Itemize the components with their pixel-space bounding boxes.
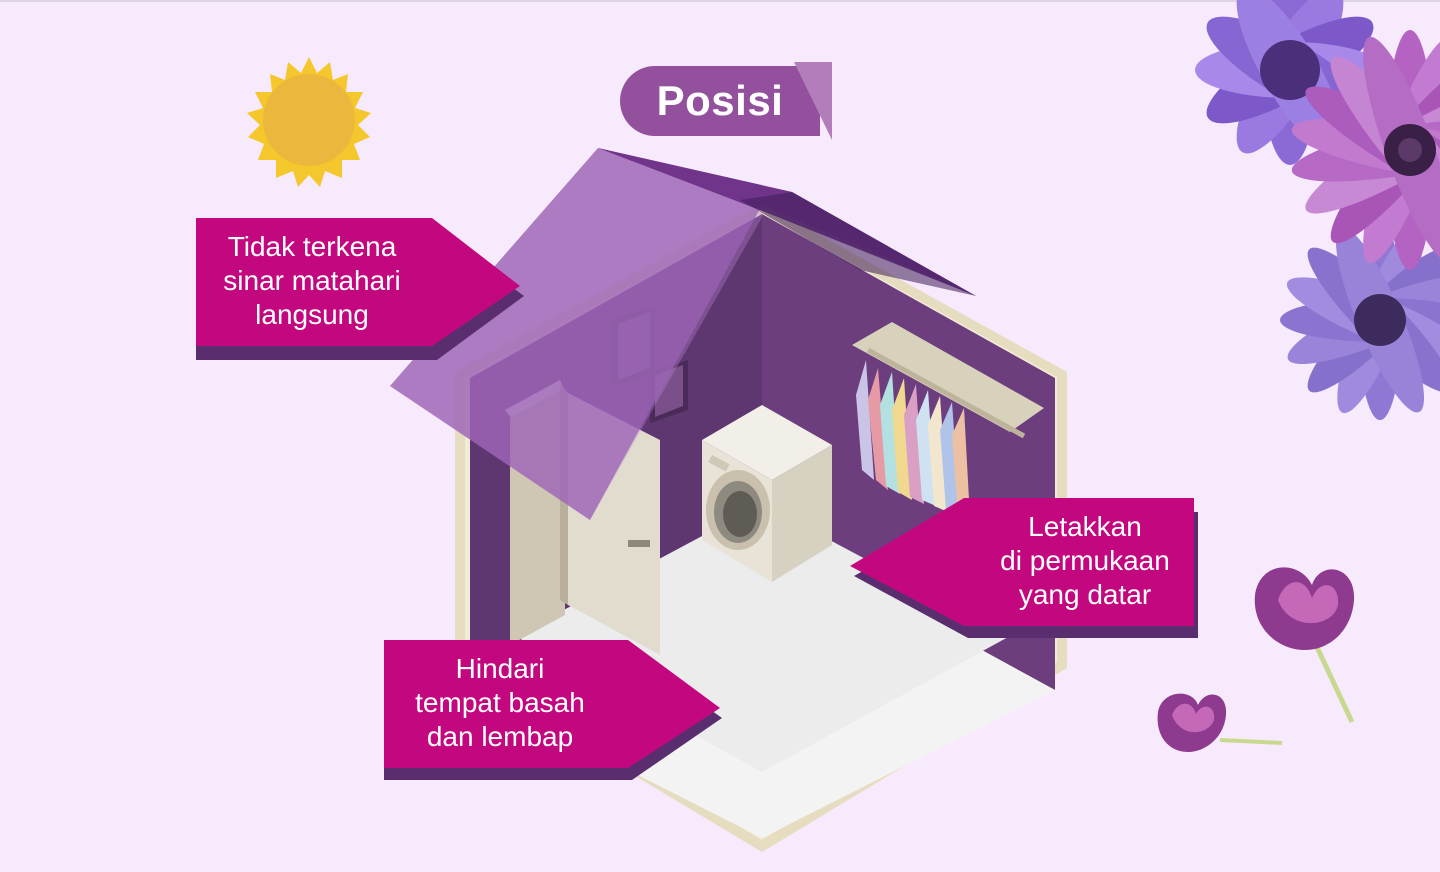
section-title-tag: Posisi — [620, 62, 832, 140]
callout-line: langsung — [255, 299, 369, 330]
callout-shape — [850, 498, 1198, 638]
callout-line: yang datar — [1018, 579, 1152, 610]
flower-icon — [1195, 0, 1440, 420]
callout-line: Hindari — [455, 653, 545, 684]
callout-shape — [384, 640, 722, 780]
callout-flat-surface: Letakkan di permukaan yang datar — [850, 498, 1200, 640]
callout-shape — [196, 218, 524, 360]
roof — [390, 148, 976, 520]
callout-line: tempat basah — [415, 687, 585, 718]
title-page-curl — [794, 62, 832, 140]
top-border-line — [0, 0, 1440, 2]
callout-line: Tidak terkena — [227, 231, 397, 262]
callout-line: di permukaan — [1000, 545, 1170, 576]
callout-no-direct-sunlight: Tidak terkena sinar matahari langsung — [194, 218, 526, 360]
callout-line: sinar matahari — [223, 265, 401, 296]
sun-icon — [247, 57, 371, 187]
title-pill — [620, 66, 820, 136]
callout-text: Letakkan di permukaan yang datar — [968, 510, 1202, 612]
washing-machine — [702, 405, 832, 582]
callout-line: Letakkan — [1028, 511, 1142, 542]
clothes-rack — [852, 322, 1044, 518]
callout-line: dan lembap — [426, 721, 574, 752]
page-title: Posisi — [656, 77, 784, 124]
callout-avoid-wet-place: Hindari tempat basah dan lembap — [382, 640, 724, 782]
callout-text: Hindari tempat basah dan lembap — [382, 652, 618, 754]
callout-text: Tidak terkena sinar matahari langsung — [194, 230, 430, 332]
tulip-icon — [1157, 567, 1355, 752]
